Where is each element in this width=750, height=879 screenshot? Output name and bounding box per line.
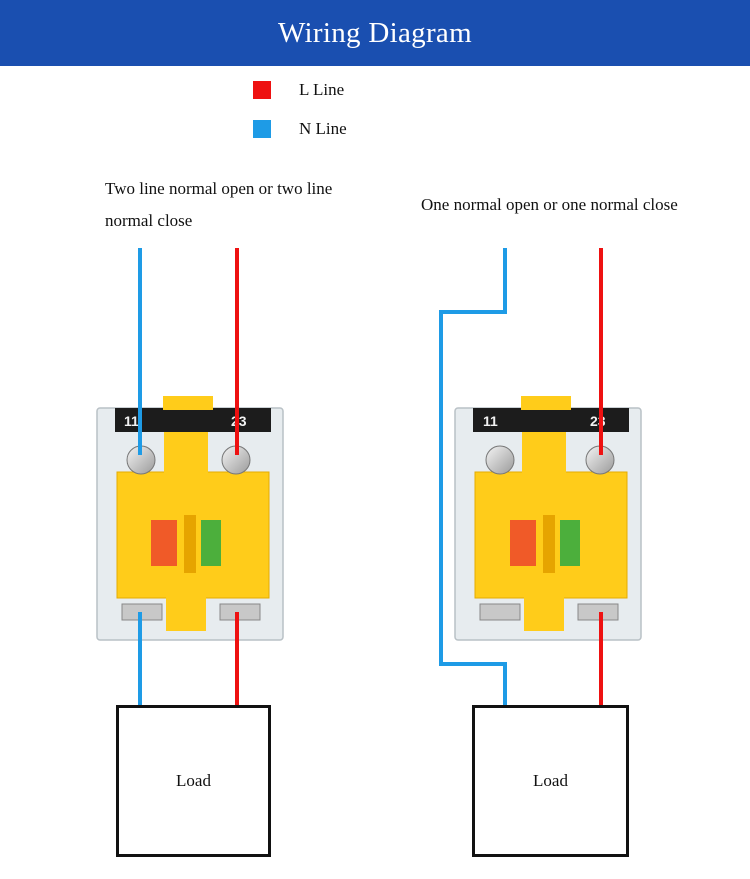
right-load-box: Load: [472, 705, 629, 857]
left-load-box: Load: [116, 705, 271, 857]
left-switch: 11 23: [96, 396, 284, 641]
right-center-slot: [543, 515, 555, 573]
left-screw-bottom-right: [219, 603, 261, 621]
right-terminal-label-11: 11: [483, 413, 498, 429]
right-red-contact: [510, 520, 536, 566]
left-top-tab: [163, 396, 213, 410]
left-caption-line1: Two line normal open or two line: [105, 179, 333, 198]
page-title: Wiring Diagram: [278, 16, 472, 49]
right-caption: One normal open or one normal close: [421, 195, 678, 214]
left-caption: Two line normal open or two line normal …: [105, 173, 332, 237]
left-top-post: [164, 432, 208, 492]
left-red-contact: [151, 520, 177, 566]
legend-item-n-line: N Line: [253, 119, 347, 139]
right-screw-bottom-right: [577, 603, 619, 621]
right-screw-top-left: [485, 445, 515, 475]
legend-label-n-line: N Line: [299, 119, 347, 138]
left-caption-line2: normal close: [105, 211, 193, 230]
right-n-line-bypass: [439, 248, 507, 706]
right-top-tab: [521, 396, 571, 410]
left-bottom-post: [166, 595, 206, 631]
legend-item-l-line: L Line: [253, 80, 344, 100]
right-switch: 11 23: [454, 396, 642, 641]
header-banner: Wiring Diagram: [0, 0, 750, 66]
right-load-label: Load: [533, 771, 568, 790]
right-screw-bottom-left: [479, 603, 521, 621]
right-terminal-label-23: 23: [590, 413, 606, 429]
left-center-slot: [184, 515, 196, 573]
legend-label-l-line: L Line: [299, 80, 345, 99]
n-line-swatch: [253, 120, 271, 138]
right-bottom-post: [524, 595, 564, 631]
left-load-label: Load: [176, 771, 211, 790]
right-green-contact: [560, 520, 580, 566]
left-green-contact: [201, 520, 221, 566]
l-line-swatch: [253, 81, 271, 99]
right-top-post: [522, 432, 566, 492]
left-terminal-label-11: 11: [124, 413, 139, 429]
